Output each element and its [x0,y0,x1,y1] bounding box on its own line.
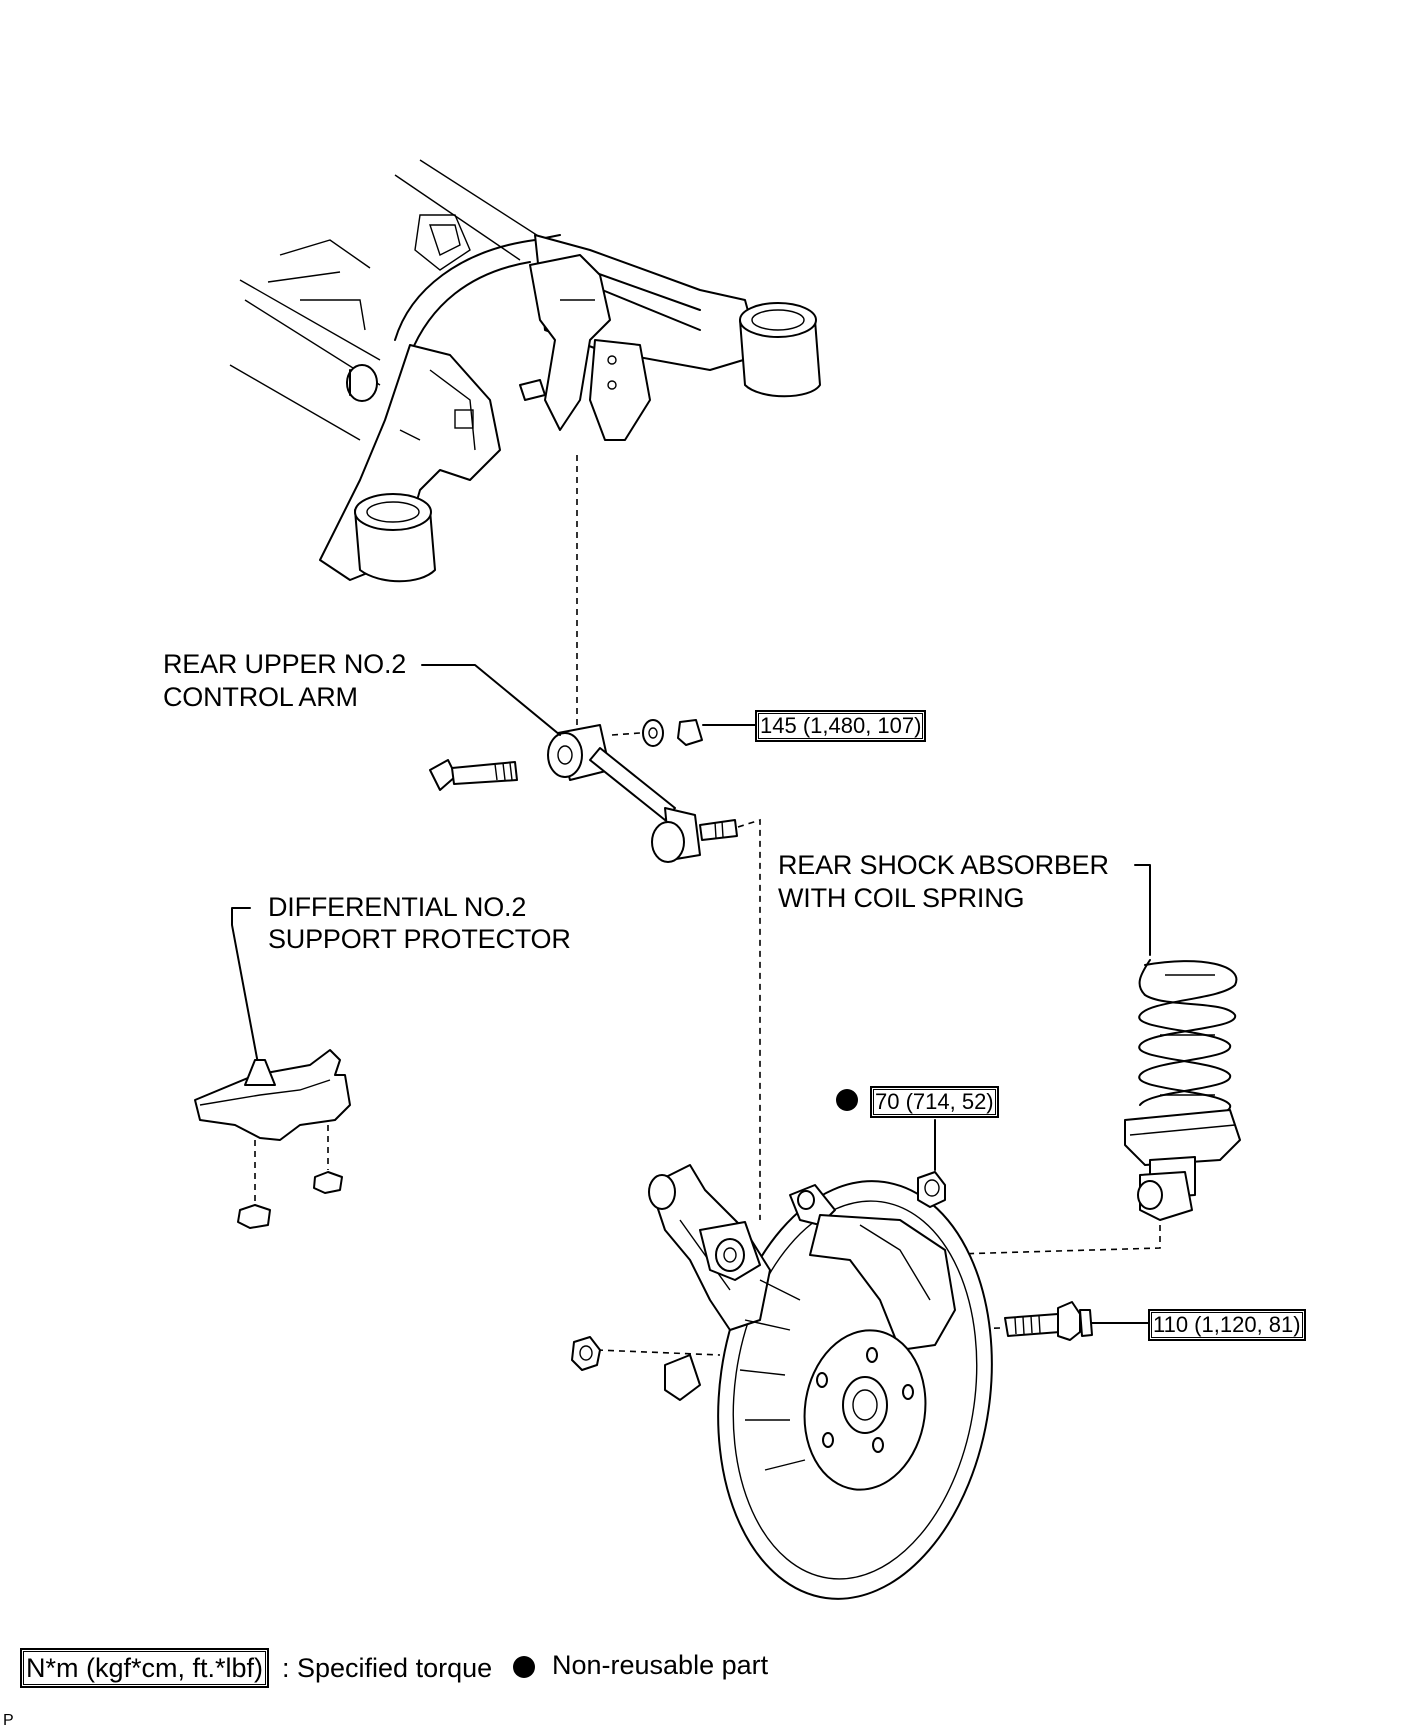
knuckle-nut-torque: 70 (714, 52) [870,1086,999,1118]
rear-shock-absorber [819,864,1241,1259]
shock-label-line1: REAR SHOCK ABSORBER [778,850,1109,880]
shock-label-line2: WITH COIL SPRING [778,883,1025,913]
legend-non-reusable-text: Non-reusable part [552,1650,769,1680]
corner-mark: P [3,1712,14,1729]
rear-axle-carrier [571,1119,1149,1600]
upper-arm-label-line1: REAR UPPER NO.2 [163,649,407,679]
upper-arm-nut-torque: 145 (1,480, 107) [755,710,927,742]
upper-arm-label-line2: CONTROL ARM [163,682,358,712]
non-reusable-marker [836,1089,858,1111]
protector-label-line1: DIFFERENTIAL NO.2 [268,892,527,922]
shock-bolt-torque: 110 (1,120, 81) [1148,1309,1306,1341]
rear-suspension-member [229,159,821,583]
legend-torque-unit-box: N*m (kgf*cm, ft.*lbf) [20,1648,270,1688]
differential-no2-support-protector [194,907,351,1229]
legend-non-reusable-dot [513,1656,535,1678]
protector-label-line2: SUPPORT PROTECTOR [268,924,571,954]
rear-upper-no2-control-arm [421,664,761,1215]
legend-torque-text: : Specified torque [282,1653,493,1683]
